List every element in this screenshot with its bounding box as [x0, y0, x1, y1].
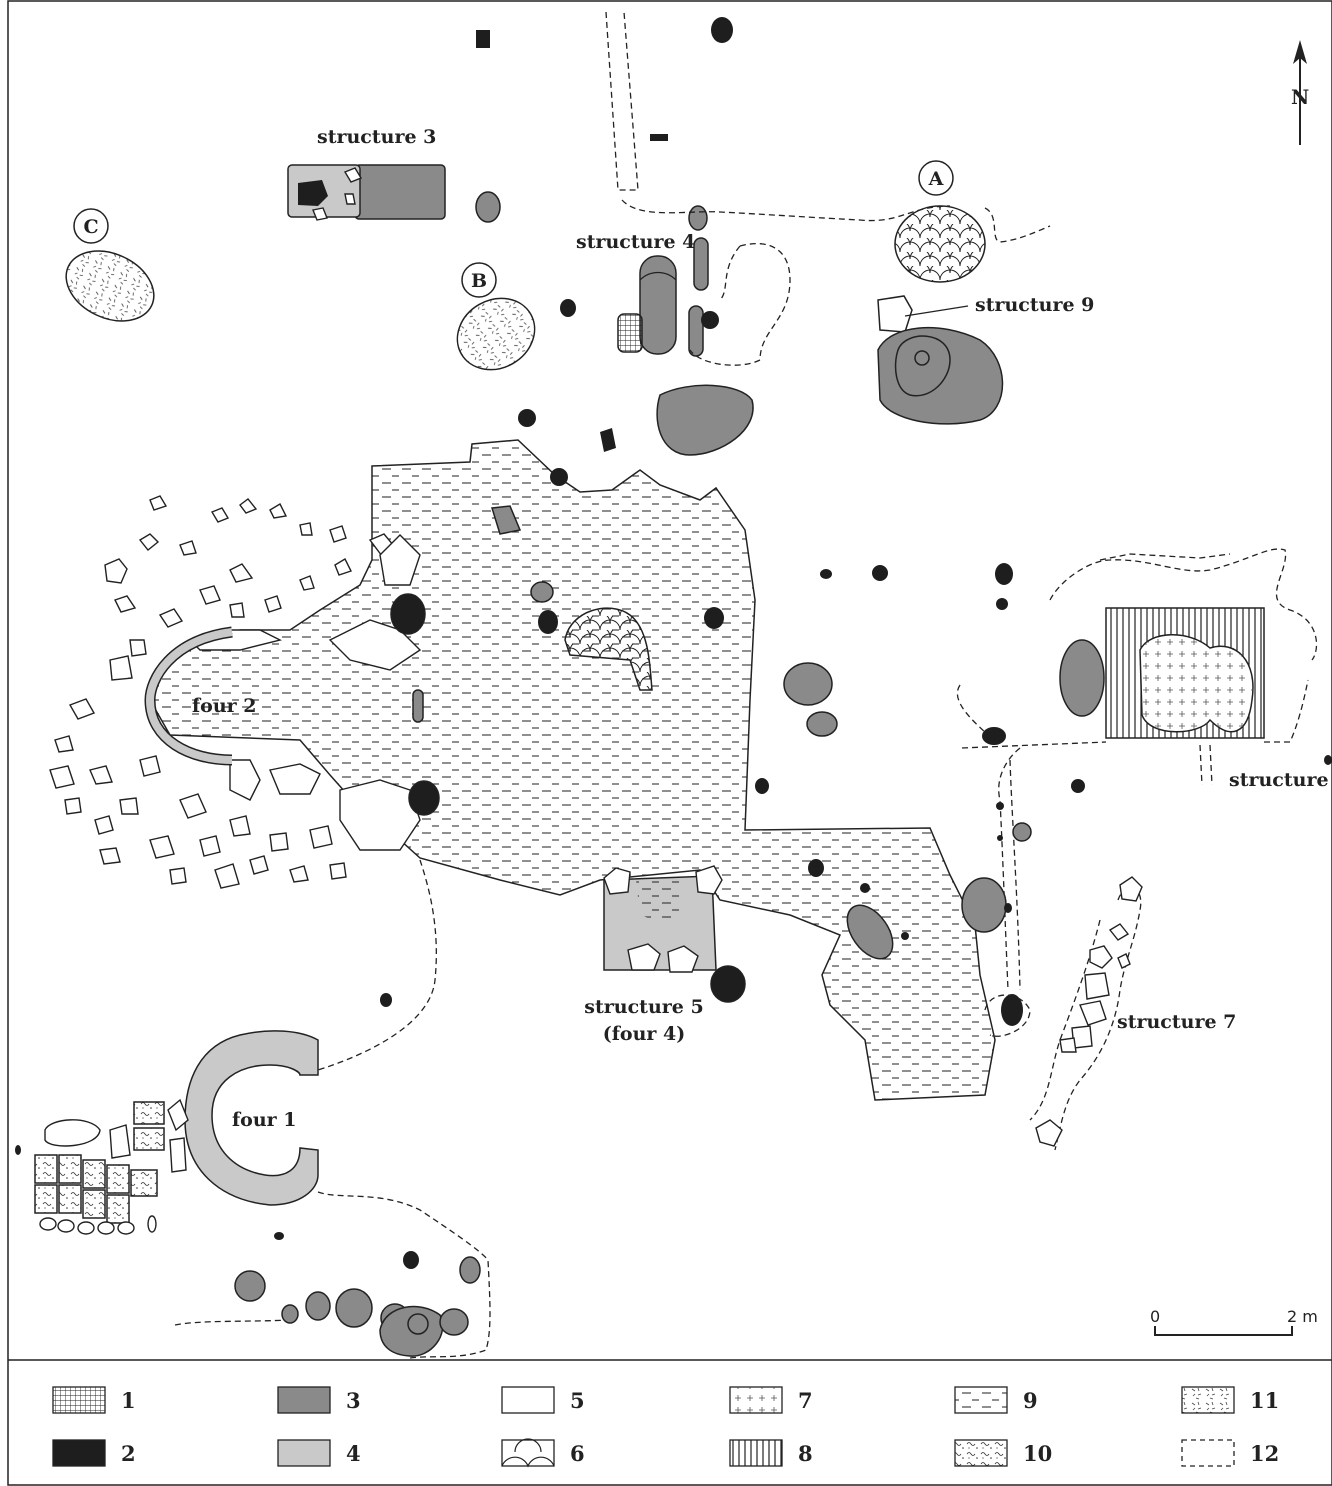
marker-B: B [461, 262, 497, 298]
main-occupation-floor [149, 439, 996, 1101]
legend-label-11: 11 [1250, 1388, 1279, 1413]
legend-label-5: 5 [570, 1388, 585, 1413]
four-1 [184, 1030, 319, 1206]
legend-swatch-3 [277, 1386, 331, 1414]
label-structure-9: structure 9 [975, 294, 1094, 316]
legend-label-7: 7 [798, 1388, 813, 1413]
structure-3 [287, 164, 446, 221]
structure-7 [1029, 876, 1143, 1151]
feature-C [65, 250, 155, 322]
label-structure-7: structure 7 [1117, 1011, 1236, 1033]
label-structure-5-sub: (four 4) [603, 1023, 686, 1045]
legend-label-6: 6 [570, 1441, 585, 1466]
legend-label-12: 12 [1250, 1441, 1279, 1466]
marker-C: C [73, 208, 109, 244]
structure-5 [603, 865, 723, 973]
legend-label-10: 10 [1023, 1441, 1052, 1466]
scale-bar: 0 2 m [1150, 1307, 1318, 1336]
svg-text:B: B [471, 270, 487, 292]
label-structure-8: structure 8 [1229, 769, 1332, 791]
legend-label-3: 3 [346, 1388, 361, 1413]
svg-text:2 m: 2 m [1287, 1307, 1318, 1326]
label-four-1: four 1 [232, 1109, 297, 1131]
svg-text:0: 0 [1150, 1307, 1160, 1326]
structure-9 [877, 305, 1004, 425]
legend-swatch-1 [52, 1386, 106, 1414]
label-four-2: four 2 [192, 695, 257, 717]
legend-swatch-12 [1181, 1439, 1235, 1467]
feature-A [877, 205, 986, 333]
svg-text:A: A [928, 168, 944, 190]
legend-swatch-6 [501, 1439, 555, 1467]
legend-label-2: 2 [121, 1441, 136, 1466]
legend-label-4: 4 [346, 1441, 361, 1466]
svg-text:C: C [83, 216, 98, 238]
label-structure-3: structure 3 [317, 126, 436, 148]
legend-swatch-10 [954, 1439, 1008, 1467]
feature-B [456, 297, 536, 371]
legend-label-8: 8 [798, 1441, 813, 1466]
north-label: N [1291, 85, 1309, 109]
north-arrow-icon [1293, 40, 1307, 145]
legend-swatch-9 [954, 1386, 1008, 1414]
legend-swatch-4 [277, 1439, 331, 1467]
label-structure-4: structure 4 [576, 231, 695, 253]
legend-swatch-5 [501, 1386, 555, 1414]
legend-swatch-7 [729, 1386, 783, 1414]
label-structure-5: structure 5 [584, 996, 703, 1018]
marker-A: A [918, 160, 954, 196]
legend-swatch-8 [729, 1439, 783, 1467]
four-1-tiles [15, 1098, 189, 1235]
legend-label-9: 9 [1023, 1388, 1038, 1413]
legend-swatch-2 [52, 1439, 106, 1467]
structure-8 [1059, 607, 1265, 739]
structure-4 [617, 205, 719, 357]
legend-label-1: 1 [121, 1388, 136, 1413]
legend-swatch-11 [1181, 1386, 1235, 1414]
